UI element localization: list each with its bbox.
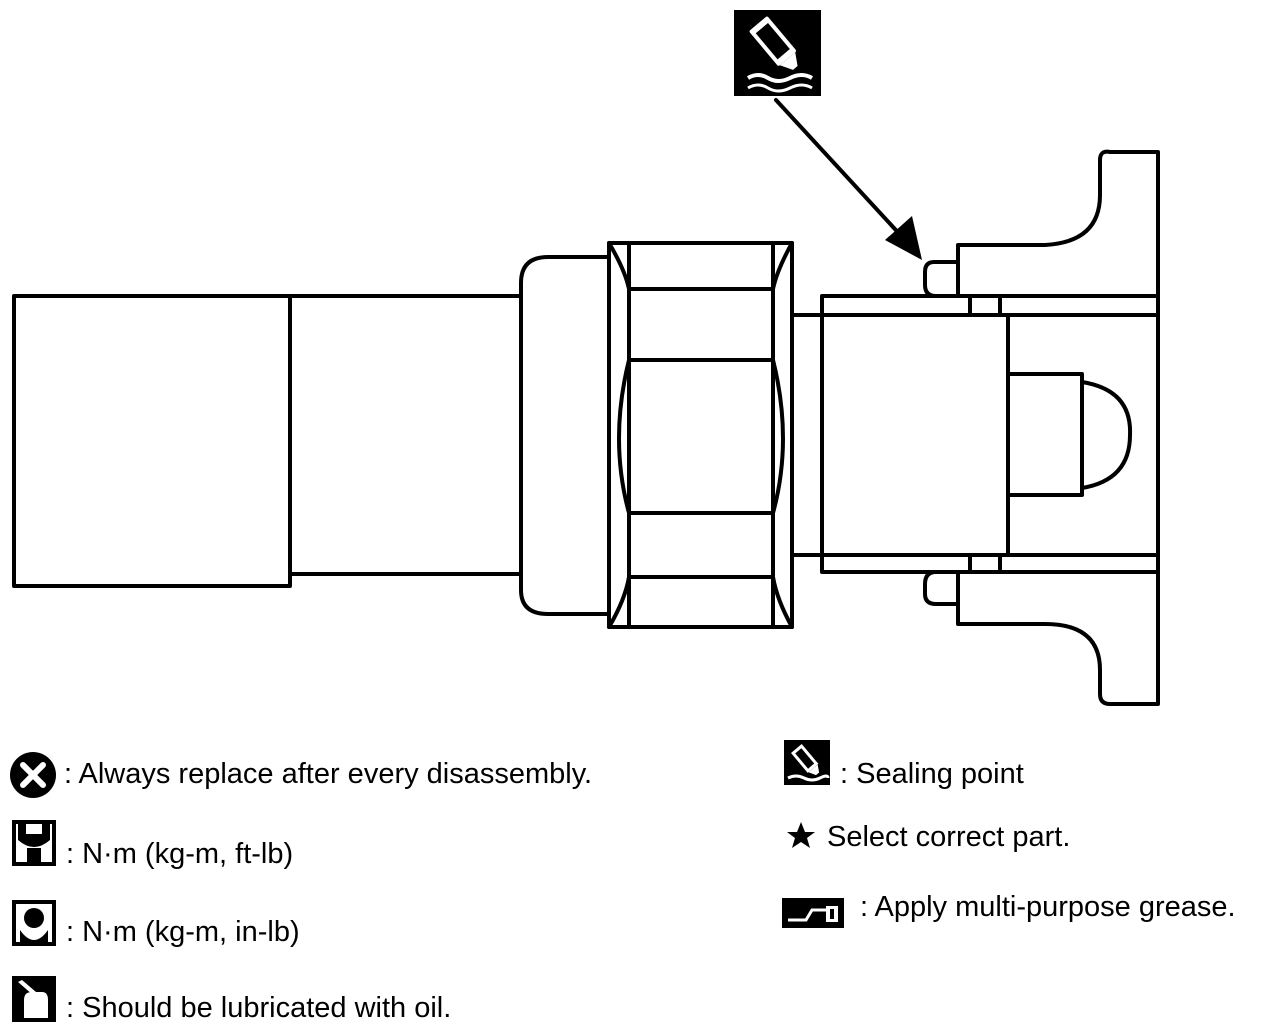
housing-flange	[956, 149, 1160, 706]
legend-text-lubricate: : Should be lubricated with oil.	[66, 992, 452, 1024]
wrench-torque-small-icon	[12, 900, 56, 946]
legend-text-grease: : Apply multi-purpose grease.	[860, 891, 1236, 923]
star-icon	[787, 822, 815, 848]
sealant-bead-bottom	[923, 570, 960, 606]
callout-arrowhead	[885, 216, 922, 260]
sealant-tube-icon	[784, 740, 830, 785]
callout-leader	[774, 98, 907, 242]
callout-sealant-tube-icon	[734, 10, 821, 96]
sensor-shaft	[288, 294, 523, 576]
legend-text-torque-ftlb: : N·m (kg-m, ft-lb)	[66, 838, 294, 870]
sensor-body	[12, 294, 292, 588]
thread-body	[820, 294, 1160, 574]
legend-text-torque-inlb: : N·m (kg-m, in-lb)	[66, 916, 300, 948]
sensor-tip	[1006, 372, 1133, 497]
legend-text-replace: : Always replace after every disassembly…	[64, 758, 593, 790]
sensor-collar	[519, 255, 611, 616]
grease-gun-icon	[782, 898, 844, 928]
oil-can-icon	[12, 976, 56, 1022]
legend-text-select-part: Select correct part.	[827, 821, 1071, 853]
sealant-bead-top	[923, 260, 960, 298]
legend-text-sealing: : Sealing point	[840, 758, 1024, 790]
hex-nut	[607, 241, 794, 629]
threaded-neck	[790, 313, 824, 557]
x-circle-replace-icon	[10, 752, 56, 798]
wrench-torque-icon	[12, 820, 56, 866]
